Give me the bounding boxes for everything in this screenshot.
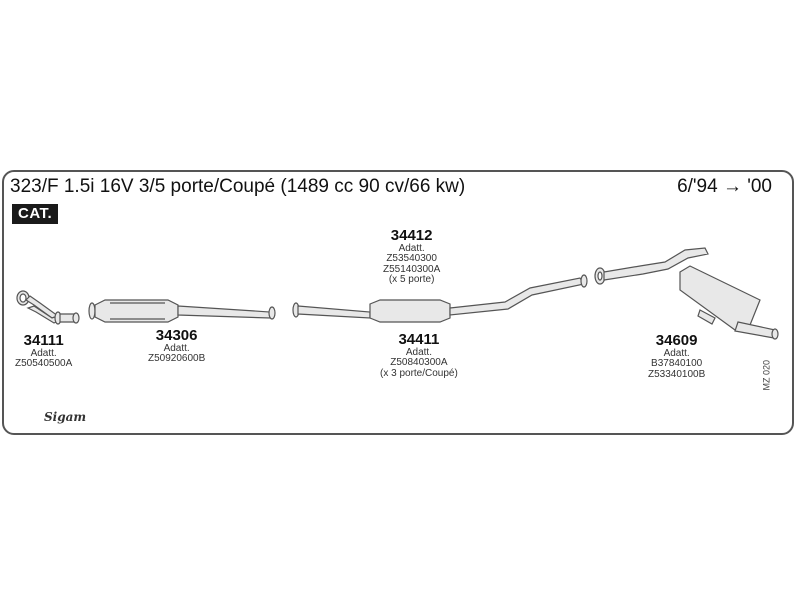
part-code: Z53540300 — [386, 253, 437, 265]
part-34412-label: 34412 Adatt. Z53540300 Z55140300A (x 5 p… — [383, 228, 440, 286]
part-code: B37840100 — [651, 358, 703, 370]
part-34111-label: 34111 Adatt. Z50540500A — [15, 333, 72, 370]
part-note: (x 3 porte/Coupé) — [380, 367, 458, 379]
vehicle-title: 323/F 1.5i 16V 3/5 porte/Coupé (1489 cc … — [10, 176, 466, 197]
middle-pipe-34411[interactable] — [292, 274, 588, 323]
part-code: Z53340100B — [648, 368, 706, 380]
part-number: 34306 — [155, 327, 198, 344]
part-number: 34111 — [23, 332, 64, 349]
part-number: 34411 — [398, 331, 440, 348]
part-number: 34412 — [390, 227, 433, 244]
date-range: 6/'94 → '00 — [677, 176, 772, 197]
part-code: Z50540500A — [15, 358, 73, 370]
part-34609-label: 34609 Adatt. B37840100 Z53340100B — [648, 333, 705, 380]
adapter-label: Adatt. — [163, 342, 190, 354]
part-34306-label: 34306 Adatt. Z50920600B — [148, 328, 205, 365]
brand-logo: Sigam — [44, 410, 87, 424]
rear-silencer-34609[interactable] — [594, 247, 779, 340]
part-code: Z55140300A — [383, 263, 441, 275]
adapter-label: Adatt. — [30, 347, 57, 359]
part-number: 34609 — [655, 332, 698, 349]
adapter-label: Adatt. — [405, 346, 432, 358]
part-note: (x 5 porte) — [388, 274, 435, 286]
catalytic-converter-34306[interactable] — [88, 299, 276, 323]
diagram-reference: MZ 020 — [762, 360, 772, 391]
part-code: Z50840300A — [390, 357, 448, 369]
front-pipe-34111[interactable] — [16, 290, 80, 325]
part-code: Z50920600B — [148, 353, 206, 365]
part-34411-label: 34411 Adatt. Z50840300A (x 3 porte/Coupé… — [380, 332, 458, 379]
catalyst-badge: CAT. — [12, 204, 59, 224]
adapter-label: Adatt. — [398, 242, 425, 254]
adapter-label: Adatt. — [663, 347, 690, 359]
